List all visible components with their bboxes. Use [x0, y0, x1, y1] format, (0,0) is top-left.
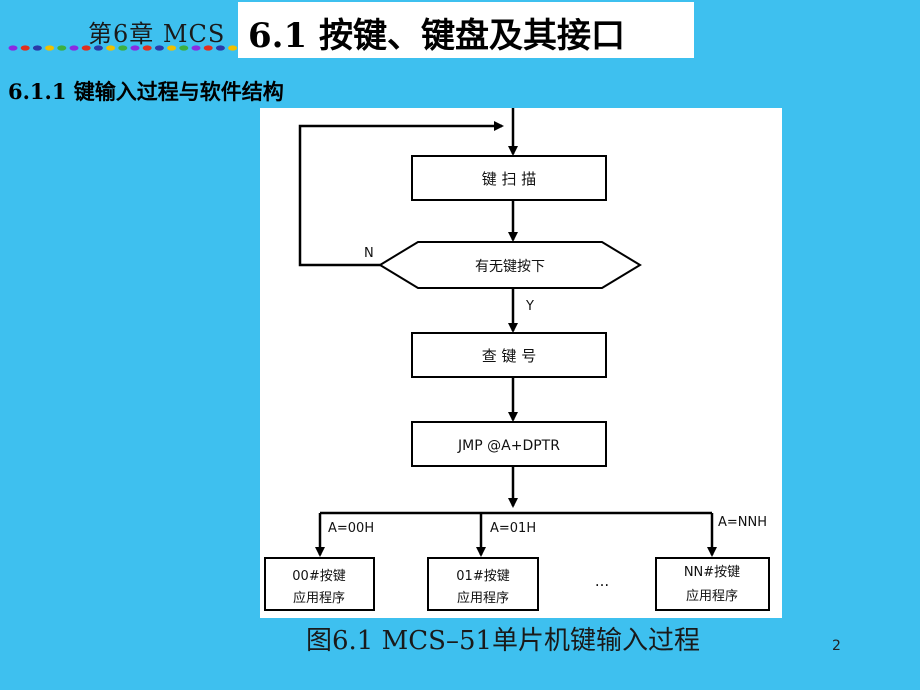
decorative-dot [203, 45, 213, 51]
leaf-nn-line1: NN#按键 [684, 565, 740, 580]
decision-label: 有无键按下 [475, 259, 545, 275]
decorative-dot [130, 45, 140, 51]
lookup-box [411, 332, 607, 378]
decorative-dot [69, 45, 79, 51]
decorative-dot [45, 45, 55, 51]
section-heading: 6.1.1 键输入过程与软件结构 [8, 79, 284, 104]
no-label: N [364, 246, 374, 261]
scan-box [411, 155, 607, 201]
decorative-dot [154, 45, 164, 51]
decorative-dot [20, 45, 30, 51]
figure-caption: 图6.1 MCS–51单片机键输入过程 [306, 626, 701, 656]
jump-box-label: JMP @A+DPTR [457, 438, 560, 454]
decorative-dot [32, 45, 42, 51]
decorative-dot [8, 45, 18, 51]
jump-box [411, 421, 607, 467]
leaf-box-01 [427, 557, 539, 611]
title-box [238, 2, 694, 58]
page-number: 2 [832, 638, 841, 654]
scan-box-label: 键 扫 描 [482, 170, 537, 188]
leaf-nn-line2: 应用程序 [686, 588, 738, 604]
loop-back-line [298, 121, 504, 267]
decorative-dot [118, 45, 128, 51]
decorative-dot [228, 45, 238, 51]
decorative-dot [81, 45, 91, 51]
ellipsis: ... [595, 572, 609, 590]
decorative-dot [167, 45, 177, 51]
leaf-box-00 [264, 557, 375, 611]
decision-shape [378, 241, 642, 289]
branch-condition-01: A=01H [490, 521, 536, 536]
flowchart-figure: N 键 扫 描 有无键按下 Y 查 键 号 JMP @A+DPTR A=00H … [260, 108, 782, 618]
flowchart-svg: N 键 扫 描 有无键按下 Y 查 键 号 JMP @A+DPTR A=00H … [264, 108, 770, 611]
decorative-dot [93, 45, 103, 51]
decorative-dot-row [8, 45, 238, 51]
decorative-dot [179, 45, 189, 51]
lookup-box-label: 查 键 号 [482, 347, 537, 365]
decorative-dot [57, 45, 67, 51]
chapter-label: 第6章 MCS [88, 20, 226, 48]
decorative-dot [106, 45, 116, 51]
branch-condition-nn: A=NNH [718, 515, 767, 530]
leaf-00-line2: 应用程序 [293, 590, 345, 606]
decorative-dot [191, 45, 201, 51]
leaf-box-nn [655, 557, 770, 611]
leaf-01-line1: 01#按键 [456, 569, 509, 584]
leaf-00-line1: 00#按键 [292, 569, 345, 584]
decorative-dot [142, 45, 152, 51]
slide-title: 6.1 按键、键盘及其接口 [248, 16, 625, 56]
decorative-dot [215, 45, 225, 51]
leaf-01-line2: 应用程序 [457, 590, 509, 606]
yes-label: Y [525, 299, 534, 314]
branch-condition-00: A=00H [328, 521, 374, 536]
